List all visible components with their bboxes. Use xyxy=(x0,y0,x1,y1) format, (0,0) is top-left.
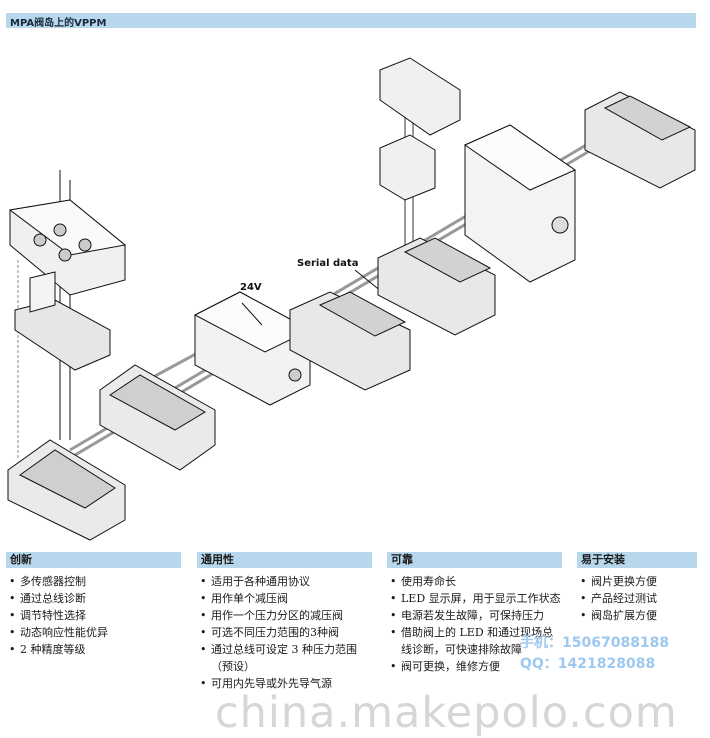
valve-bank-right xyxy=(377,237,496,336)
electrical-base-mid xyxy=(99,364,216,471)
watermark-phone: 手机：15067088188 xyxy=(520,635,670,651)
feature-column-easy-install: 易于安装 阀片更换方便 产品经过测试 阀岛扩展方便 xyxy=(577,552,697,624)
bus-node-module xyxy=(8,199,127,296)
feature-column-reliability: 可靠 使用寿命长 LED 显示屏，用于显示工作状态 电源若发生故障，可保持压力 … xyxy=(387,552,562,675)
list-item: 调节特性选择 xyxy=(6,607,181,624)
feature-column-versatility: 通用性 适用于各种通用协议 用作单个减压阀 用作一个压力分区的减压阀 可选不同压… xyxy=(197,552,372,692)
list-item: 电源若发生故障，可保持压力 xyxy=(387,607,562,624)
list-item: 阀片更换方便 xyxy=(577,573,697,590)
column-heading: 可靠 xyxy=(387,552,562,568)
valve-bank-far-right xyxy=(584,91,696,189)
list-item: 借助阀上的 LED 和通过现场总线诊断，可快速排除故障 xyxy=(387,624,562,658)
list-item: 阀可更换，维修方便 xyxy=(387,658,562,675)
list-item: 产品经过测试 xyxy=(577,590,697,607)
list-item: 可选不同压力范围的3种阀 xyxy=(197,624,372,641)
bus-adapter xyxy=(14,271,111,371)
valve-bank-middle xyxy=(289,291,411,391)
list-item: 多传感器控制 xyxy=(6,573,181,590)
list-item: 通过总线诊断 xyxy=(6,590,181,607)
list-item: 用作单个减压阀 xyxy=(197,590,372,607)
mpa-valve-terminal-diagram: 24V Serial data xyxy=(7,57,696,541)
section-title: MPA阀岛上的VPPM xyxy=(10,18,107,29)
list-item: 可用内先导或外先导气源 xyxy=(197,675,372,692)
list-item: 使用寿命长 xyxy=(387,573,562,590)
watermark-site: china.makepolo.com xyxy=(215,688,678,738)
column-heading: 通用性 xyxy=(197,552,372,568)
list-item: 适用于各种通用协议 xyxy=(197,573,372,590)
power-supply-module xyxy=(193,291,312,406)
list-item: LED 显示屏，用于显示工作状态 xyxy=(387,590,562,607)
electrical-base-left xyxy=(7,439,126,541)
top-valve-assembly xyxy=(379,57,461,201)
section-title-bar: MPA阀岛上的VPPM xyxy=(6,13,696,29)
label-serial-data: Serial data xyxy=(297,258,358,269)
feature-column-innovation: 创新 多传感器控制 通过总线诊断 调节特性选择 动态响应性能优异 2 种精度等级 xyxy=(6,552,181,658)
list-item: 动态响应性能优异 xyxy=(6,624,181,641)
list-item: 阀岛扩展方便 xyxy=(577,607,697,624)
list-item: 用作一个压力分区的减压阀 xyxy=(197,607,372,624)
column-heading: 创新 xyxy=(6,552,181,568)
column-heading: 易于安装 xyxy=(577,552,697,568)
list-item: 2 种精度等级 xyxy=(6,641,181,658)
label-24v: 24V xyxy=(240,282,262,293)
watermark-qq: QQ：1421828088 xyxy=(520,656,656,672)
pneumatic-module xyxy=(463,124,577,283)
list-item: 通过总线可设定 3 种压力范围（预设） xyxy=(197,641,372,675)
